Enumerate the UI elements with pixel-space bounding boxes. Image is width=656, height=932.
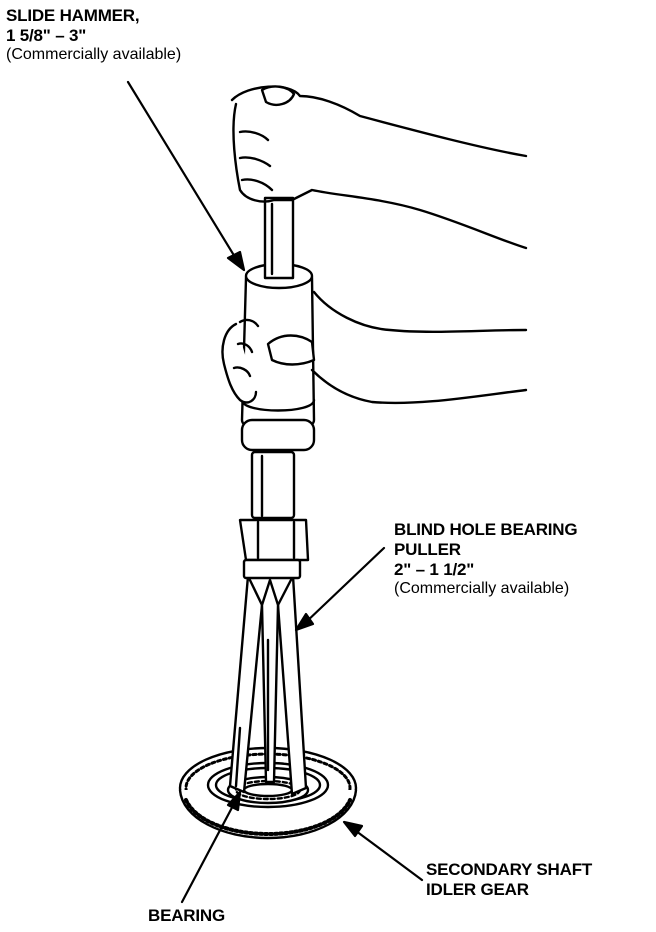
puller-size: 2" – 1 1/2" [394, 560, 475, 580]
puller-leader [302, 546, 386, 626]
gear-line1: SECONDARY SHAFT [426, 860, 593, 879]
puller-jaws [228, 574, 308, 796]
puller-name-line2: PULLER [394, 540, 461, 560]
puller-label: BLIND HOLE BEARING PULLER 2" – 1 1/2" (C… [394, 520, 578, 599]
slide-hammer-rod [263, 196, 295, 280]
gear-line2: IDLER GEAR [426, 880, 529, 900]
puller-body [238, 450, 310, 580]
slide-hammer-label: SLIDE HAMMER, 1 5/8" – 3" (Commercially … [6, 6, 181, 65]
puller-note: (Commercially available) [394, 580, 570, 598]
puller-name-line1: BLIND HOLE BEARING [394, 520, 578, 539]
bearing-text: BEARING [148, 906, 225, 925]
bearing-leader [180, 798, 238, 904]
lower-hand [221, 290, 528, 405]
slide-hammer-note: (Commercially available) [6, 46, 182, 64]
gear-label: SECONDARY SHAFT IDLER GEAR [426, 860, 592, 900]
gear-leader [350, 826, 424, 882]
slide-hammer-name: SLIDE HAMMER, [6, 6, 140, 25]
bearing-label: BEARING [148, 906, 225, 926]
leader-lines [126, 80, 424, 904]
upper-hand [230, 85, 528, 250]
slide-hammer-leader [126, 80, 240, 264]
slide-hammer-size: 1 5/8" – 3" [6, 26, 87, 46]
bearing [226, 775, 310, 805]
